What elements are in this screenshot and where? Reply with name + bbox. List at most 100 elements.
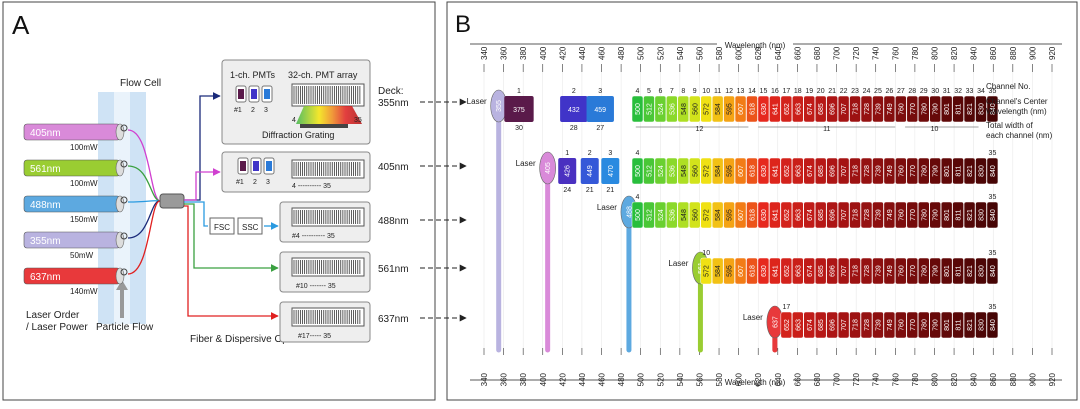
channel-center: 760 bbox=[898, 319, 905, 331]
channel-box bbox=[975, 201, 987, 229]
channel-box bbox=[757, 95, 770, 123]
channel-center: 830 bbox=[979, 209, 986, 221]
channel-box bbox=[940, 257, 953, 285]
channel-center: 780 bbox=[921, 265, 928, 277]
channel-box bbox=[952, 311, 964, 339]
channel-number: 5 bbox=[647, 88, 651, 95]
tick-label: 640 bbox=[774, 372, 783, 386]
laser-name: 637nm bbox=[30, 272, 61, 283]
channel-box bbox=[723, 157, 735, 185]
channel-box bbox=[975, 257, 987, 285]
pmt-channel-number: 2 bbox=[588, 150, 592, 157]
channel-number: 18 bbox=[794, 88, 802, 95]
pmt-channel-number: 3 bbox=[608, 150, 612, 157]
channel-center: 811 bbox=[956, 103, 963, 114]
channel-center: 718 bbox=[853, 165, 860, 177]
channel-box bbox=[849, 95, 861, 123]
channel-center: 718 bbox=[853, 265, 860, 277]
channel-box bbox=[814, 257, 827, 285]
fiber-lines bbox=[127, 92, 279, 320]
channel-center: 536 bbox=[669, 209, 676, 221]
channel-number: 10 bbox=[702, 250, 710, 257]
channel-number: 26 bbox=[886, 88, 894, 95]
channel-number: 21 bbox=[828, 88, 836, 95]
axis-title-bottom: Wavelength (nm) bbox=[725, 378, 786, 387]
channel-center: 718 bbox=[853, 103, 860, 115]
channel-center: 595 bbox=[727, 103, 734, 115]
tick-label: 780 bbox=[911, 372, 920, 386]
channel-box bbox=[952, 95, 964, 123]
channel-center: 630 bbox=[761, 165, 768, 177]
laser-wavelength: 488 bbox=[626, 206, 633, 218]
fiber-bundle bbox=[159, 193, 185, 209]
channel-number: 13 bbox=[737, 88, 745, 95]
channel-center: 595 bbox=[727, 265, 734, 277]
channel-box bbox=[677, 201, 690, 229]
channel-center: 790 bbox=[933, 209, 940, 221]
channel-center: 630 bbox=[761, 265, 768, 277]
pmt32-label: 32-ch. PMT array bbox=[288, 70, 358, 80]
channel-box bbox=[792, 95, 804, 123]
pmt-window bbox=[266, 161, 272, 171]
channel-center: 728 bbox=[864, 165, 871, 177]
laser-power: 100mW bbox=[70, 179, 98, 188]
fsc-label: FSC bbox=[214, 223, 230, 232]
tick-label: 840 bbox=[970, 372, 979, 386]
tick-label: 700 bbox=[833, 372, 842, 386]
tick-label: 400 bbox=[539, 372, 548, 386]
channel-box bbox=[952, 257, 964, 285]
channel-center: 728 bbox=[864, 103, 871, 115]
tick-label: 380 bbox=[519, 46, 528, 60]
channel-box bbox=[654, 157, 667, 185]
channel-box bbox=[963, 95, 976, 123]
pmt-number: #1 bbox=[236, 179, 244, 186]
channel-center: 739 bbox=[875, 319, 882, 331]
channel-box bbox=[963, 311, 976, 339]
channel-center: 830 bbox=[979, 265, 986, 277]
channel-box bbox=[734, 157, 747, 185]
tick-label: 760 bbox=[891, 372, 900, 386]
channel-box bbox=[940, 311, 953, 339]
channel-box bbox=[906, 201, 919, 229]
channel-box bbox=[769, 201, 781, 229]
channel-number: 35 bbox=[989, 194, 997, 201]
array-range-start: 4 bbox=[292, 117, 296, 124]
laser-label: Laser bbox=[597, 203, 617, 212]
tick-label: 920 bbox=[1048, 372, 1057, 386]
channel-center: 663 bbox=[795, 319, 802, 331]
channel-center: 524 bbox=[658, 209, 665, 221]
channel-box bbox=[860, 95, 873, 123]
channel-center: 560 bbox=[692, 103, 699, 115]
channel-box bbox=[986, 311, 999, 339]
channel-box bbox=[906, 311, 919, 339]
tick-label: 420 bbox=[558, 372, 567, 386]
channel-box bbox=[792, 201, 804, 229]
tick-label: 780 bbox=[911, 46, 920, 60]
channel-box bbox=[929, 311, 941, 339]
channel-center: 801 bbox=[944, 319, 951, 331]
channel-box bbox=[826, 95, 838, 123]
channel-center: 595 bbox=[727, 165, 734, 177]
channel-center: 512 bbox=[646, 165, 653, 177]
channel-box bbox=[918, 95, 930, 123]
tick-label: 740 bbox=[872, 372, 881, 386]
channel-center: 512 bbox=[646, 103, 653, 115]
tick-label: 660 bbox=[793, 372, 802, 386]
tick-label: 580 bbox=[715, 372, 724, 386]
channel-box bbox=[711, 157, 724, 185]
channel-center: 663 bbox=[795, 209, 802, 221]
fiber-out-line bbox=[184, 201, 208, 227]
channel-number: 17 bbox=[782, 88, 790, 95]
pmt-channel-center: 449 bbox=[587, 165, 594, 177]
channel-box bbox=[986, 157, 999, 185]
channel-box bbox=[952, 201, 964, 229]
laser-drops: 355Laser405Laser488Laser561Laser637Laser bbox=[467, 89, 784, 353]
particle-flow-label: Particle Flow bbox=[96, 322, 154, 333]
deck-range: 4 ---------- 35 bbox=[292, 183, 331, 190]
channel-number: 7 bbox=[670, 88, 674, 95]
pmt-channel-number: 1 bbox=[565, 150, 569, 157]
pmt-channel-width: 27 bbox=[596, 125, 604, 132]
deck-range: #17----- 35 bbox=[298, 333, 331, 340]
channel-center: 584 bbox=[715, 165, 722, 177]
